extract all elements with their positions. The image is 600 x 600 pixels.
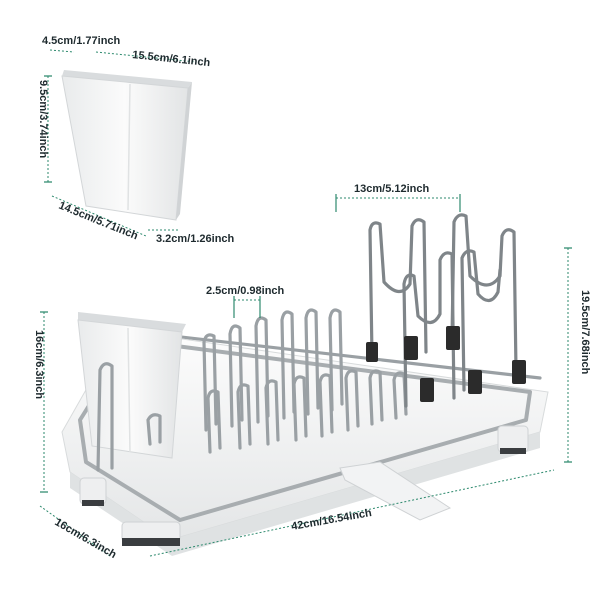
caddy-height-label: 9.5cm/3.74inch — [37, 80, 49, 159]
rack-depth-label: 16cm/6.3inch — [53, 516, 119, 561]
dish-slot-wires — [96, 308, 408, 472]
lid-rack-wires — [368, 213, 518, 408]
caddy-bottom-depth-label: 3.2cm/1.26inch — [156, 233, 235, 245]
tray-height-label: 16cm/6.3inch — [33, 330, 45, 399]
rack-feet — [79, 425, 529, 546]
utensil-caddy — [61, 70, 192, 221]
dish-rack — [61, 213, 549, 556]
rack-height-label: 19.5cm/7.68inch — [579, 290, 591, 375]
lid-rack-width-label: 13cm/5.12inch — [354, 183, 429, 195]
drain-spout — [339, 461, 452, 521]
caddy-dimension-lines — [44, 49, 197, 237]
caddy-depth-label: 4.5cm/1.77inch — [42, 35, 121, 47]
caddy-top-width-label: 15.5cm/6.1inch — [132, 49, 211, 69]
rack-utensil-caddy — [77, 312, 186, 459]
rack-dimension-lines — [39, 194, 572, 557]
lid-rack-clips — [366, 326, 526, 402]
slot-spacing-label: 2.5cm/0.98inch — [206, 285, 285, 297]
